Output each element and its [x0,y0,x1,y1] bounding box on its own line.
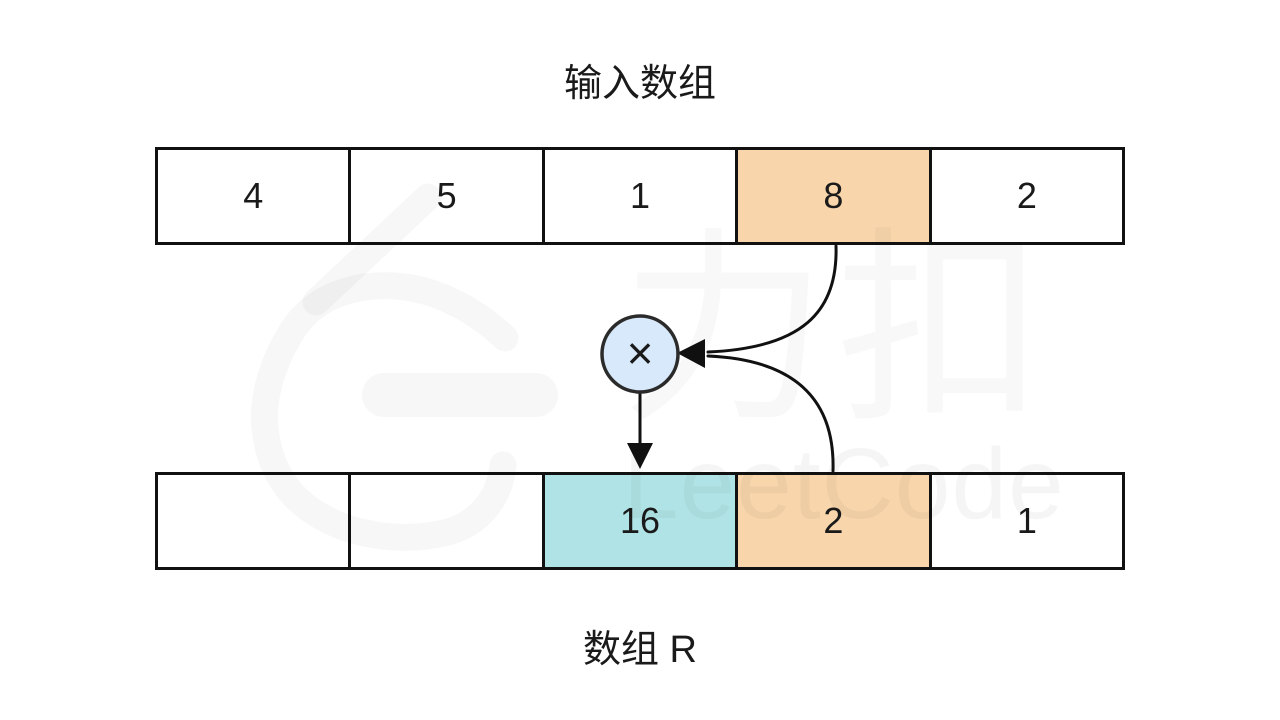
multiply-node [600,314,680,394]
array-cell: 4 [158,150,352,242]
array-cell [351,475,545,567]
multiply-icon: × [627,327,654,379]
array-cell: 1 [545,150,739,242]
result-array-label: 数组 R [582,629,697,671]
arrow-from-result-2 [706,354,835,473]
arrowhead-down-icon [627,443,653,469]
input-array-title: 输入数组 [563,63,716,105]
array-cell: 8 [738,150,932,242]
array-cell: 1 [1016,500,1037,541]
array-cell: 2 [738,475,932,567]
array-cell: 16 [544,475,739,567]
array-cell: 2 [1016,175,1037,216]
arrowhead-left-icon [677,339,705,368]
watermark-cn-text: 力扣 [620,215,1052,447]
arrow-from-input-8 [706,244,838,354]
array-cell [158,475,352,567]
array-cell: 5 [351,150,545,242]
